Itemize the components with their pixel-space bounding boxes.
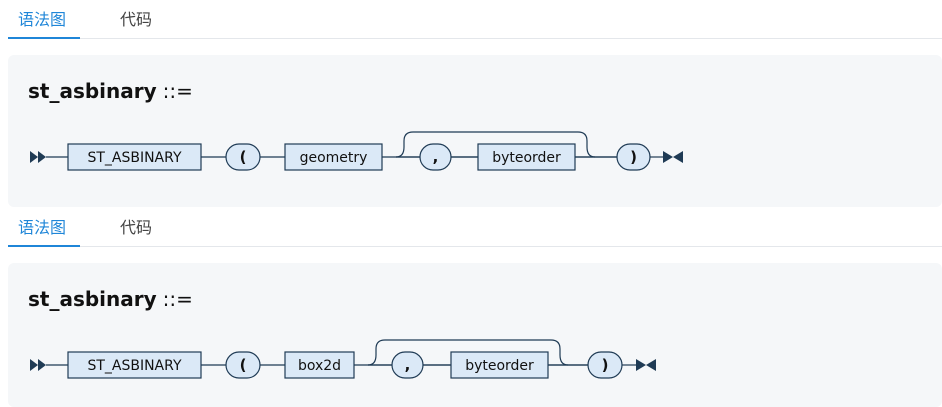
start-arrow-icon — [30, 359, 46, 371]
argument-node-label: geometry — [300, 150, 368, 166]
railroad-diagram: ST_ASBINARY ( box2d , byteorder ) — [30, 339, 656, 379]
keyword-node — [67, 143, 202, 171]
syntax-diagram-panel: st_asbinary::= ST_ASBINARY ( box2d — [8, 263, 942, 407]
syntax-block-1: 语法图 代码 st_asbinary::= — [8, 0, 942, 207]
keyword-node-label: ST_ASBINARY — [87, 358, 182, 374]
close-paren-node — [616, 143, 651, 171]
close-paren-label: ) — [602, 356, 609, 374]
rule-operator: ::= — [162, 79, 193, 103]
active-tab-indicator — [8, 245, 80, 247]
tab-code[interactable]: 代码 — [120, 10, 153, 29]
open-paren-label: ( — [240, 356, 247, 374]
argument-node — [284, 351, 355, 379]
close-paren-node — [587, 351, 623, 379]
end-marker-icon — [663, 151, 683, 163]
end-marker-icon — [636, 359, 656, 371]
start-arrow-icon — [30, 151, 46, 163]
rule-name: st_asbinary — [28, 79, 157, 103]
rule-name: st_asbinary — [28, 287, 157, 311]
open-paren-node — [225, 143, 261, 171]
tab-syntax-diagram[interactable]: 语法图 — [18, 10, 67, 29]
comma-node — [391, 351, 424, 379]
argument-node — [284, 143, 383, 171]
close-paren-label: ) — [630, 148, 637, 166]
comma-label: , — [405, 356, 411, 374]
rule-heading: st_asbinary::= — [28, 287, 193, 311]
rule-heading: st_asbinary::= — [28, 79, 193, 103]
open-paren-node — [225, 351, 261, 379]
keyword-node-label: ST_ASBINARY — [87, 150, 182, 166]
open-paren-label: ( — [240, 148, 247, 166]
comma-label: , — [433, 148, 439, 166]
optional-arg-label: byteorder — [465, 358, 534, 374]
tab-bar: 语法图 代码 — [8, 0, 942, 39]
optional-arg-label: byteorder — [492, 150, 561, 166]
argument-node-label: box2d — [298, 358, 341, 374]
optional-arg-node — [450, 351, 549, 379]
keyword-node — [67, 351, 202, 379]
comma-node — [419, 143, 452, 171]
tab-bar: 语法图 代码 — [8, 208, 942, 247]
tab-syntax-diagram[interactable]: 语法图 — [18, 218, 67, 237]
tab-code[interactable]: 代码 — [120, 218, 153, 237]
syntax-diagram-panel: st_asbinary::= ST_ASBINARY — [8, 55, 942, 207]
railroad-diagram: ST_ASBINARY ( geometry , byteorder ) — [30, 131, 683, 171]
syntax-block-2: 语法图 代码 st_asbinary::= ST_ASBINARY — [0, 208, 942, 407]
rule-operator: ::= — [162, 287, 193, 311]
optional-arg-node — [477, 143, 576, 171]
active-tab-indicator — [8, 37, 80, 39]
